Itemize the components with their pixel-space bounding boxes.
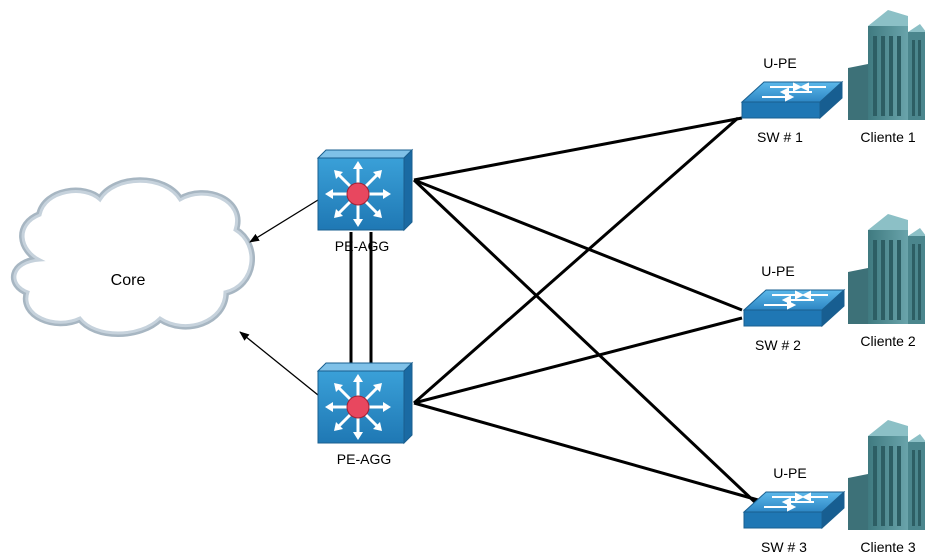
u-pe-switch-2: U-PE SW # 2 bbox=[742, 263, 846, 353]
link-pe2-sw1 bbox=[413, 116, 739, 405]
u-pe-role-1: U-PE bbox=[763, 55, 796, 71]
pe-agg-router-1: PE-AGG bbox=[316, 148, 414, 254]
link-pe1-sw2 bbox=[413, 178, 743, 312]
u-pe-role-2: U-PE bbox=[761, 263, 794, 279]
client-building-2: Cliente 2 bbox=[848, 214, 925, 349]
u-pe-name-3: SW # 3 bbox=[761, 539, 807, 555]
router-arrowheads-icon bbox=[325, 374, 391, 440]
pe-agg-label-2: PE-AGG bbox=[337, 451, 391, 467]
u-pe-switch-3: U-PE SW # 3 bbox=[742, 465, 846, 555]
u-pe-name-1: SW # 1 bbox=[757, 129, 803, 145]
link-pe2-sw3 bbox=[413, 401, 759, 502]
pe-agg-router-2: PE-AGG bbox=[316, 361, 414, 467]
router-core-icon bbox=[346, 182, 370, 206]
switch-arrows-icon bbox=[762, 82, 826, 102]
arrow-pe1-core bbox=[249, 199, 319, 243]
link-pe2-sw2 bbox=[413, 316, 743, 405]
arrows-to-core bbox=[239, 199, 319, 396]
links bbox=[349, 116, 760, 507]
switch-arrows-icon bbox=[764, 290, 828, 310]
router-core-icon bbox=[346, 395, 370, 419]
u-pe-switch-1: U-PE SW # 1 bbox=[740, 55, 844, 145]
arrow-pe2-core bbox=[239, 331, 319, 396]
core-cloud: Core bbox=[10, 177, 255, 337]
router-arrowheads-icon bbox=[325, 161, 391, 227]
client-label-2: Cliente 2 bbox=[860, 333, 915, 349]
core-label: Core bbox=[111, 272, 146, 289]
client-label-3: Cliente 3 bbox=[860, 539, 915, 555]
switch-arrows-icon bbox=[764, 492, 828, 512]
link-pe1-sw1 bbox=[413, 116, 743, 182]
client-label-1: Cliente 1 bbox=[860, 129, 915, 145]
pe-agg-label-1: PE-AGG bbox=[335, 238, 389, 254]
u-pe-role-3: U-PE bbox=[773, 465, 806, 481]
client-building-3: Cliente 3 bbox=[848, 420, 925, 555]
client-building-1: Cliente 1 bbox=[848, 10, 925, 145]
u-pe-name-2: SW # 2 bbox=[755, 337, 801, 353]
link-pe1-sw3 bbox=[412, 178, 760, 507]
